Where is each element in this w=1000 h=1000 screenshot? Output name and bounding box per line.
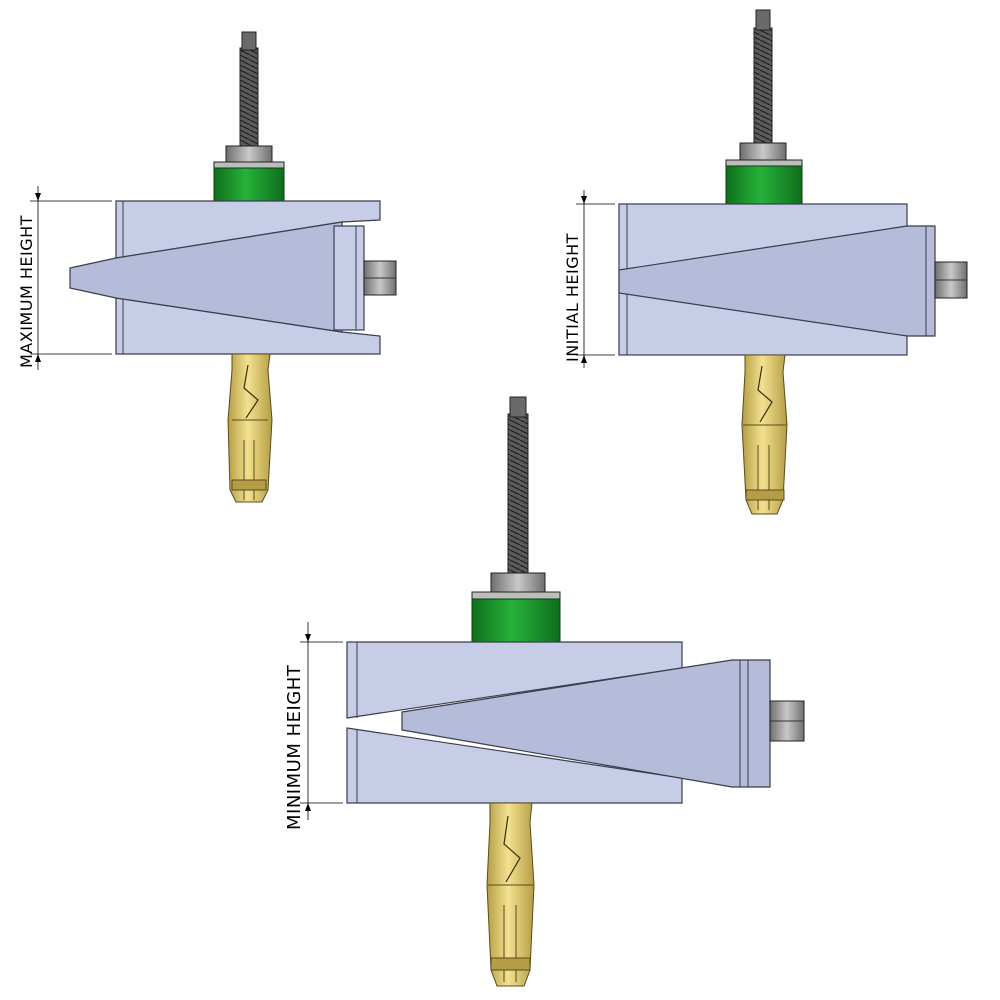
initial-height-assembly: INITIAL HEIGHT — [563, 9, 968, 515]
green-sleeve — [213, 167, 285, 202]
wedge-body-lower — [346, 727, 683, 804]
hex-nut — [490, 572, 546, 594]
washer — [471, 591, 561, 600]
maximum-height-dimension — [30, 186, 112, 370]
washer — [213, 161, 285, 169]
threaded-bolt — [239, 47, 259, 151]
threaded-bolt — [507, 413, 529, 577]
washer — [725, 159, 803, 167]
sliding-wedge — [69, 221, 343, 333]
bolt-tip — [509, 396, 527, 418]
sliding-wedge — [618, 225, 936, 337]
minimum-height-dimension — [300, 622, 343, 820]
sliding-wedge — [401, 659, 771, 788]
expansion-anchor — [486, 802, 535, 987]
minimum-height-label: MINIMUM HEIGHT — [284, 664, 305, 830]
bolt-tip — [755, 9, 771, 31]
expansion-anchor — [227, 353, 273, 503]
hex-nut — [739, 142, 787, 162]
initial-height-label: INITIAL HEIGHT — [563, 233, 582, 362]
wedge-end-plate — [333, 225, 365, 331]
minimum-height-assembly: MINIMUM HEIGHT — [284, 396, 805, 987]
maximum-height-label: MAXIMUM HEIGHT — [17, 215, 36, 368]
green-sleeve — [471, 598, 561, 643]
wedge-body — [115, 200, 381, 259]
initial-height-dimension — [576, 190, 615, 368]
bolt-tip — [241, 31, 257, 51]
hex-nut — [225, 145, 273, 165]
expansion-anchor — [741, 354, 788, 515]
threaded-bolt — [753, 27, 773, 147]
green-sleeve — [725, 165, 803, 205]
maximum-height-assembly: MAXIMUM HEIGHT — [17, 31, 397, 503]
